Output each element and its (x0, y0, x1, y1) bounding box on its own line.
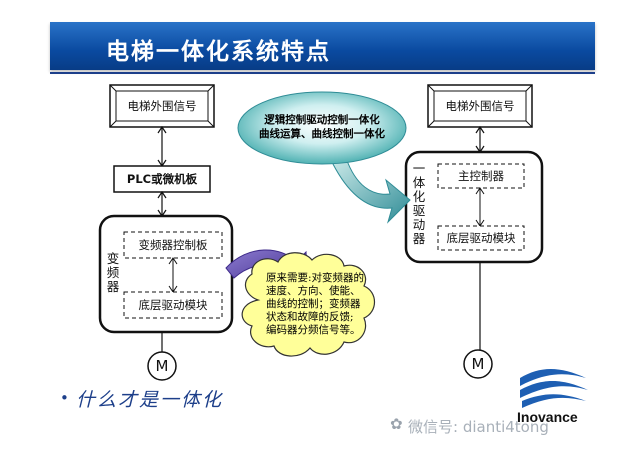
cloud-line-1: 原来需要:对变频器的 (266, 272, 365, 284)
inverter-controller-box (123, 231, 223, 259)
title-underline (50, 72, 595, 74)
inovance-logo-icon (520, 369, 588, 408)
right-motor-circle (463, 349, 493, 379)
plc-label: PLC或微机板 (126, 172, 198, 186)
left-motor-circle (147, 351, 177, 381)
left-outer-signal-label: 电梯外围信号 (127, 99, 197, 113)
bubble-line-2: 曲线运算、曲线控制一体化 (259, 128, 385, 140)
left-arrow-up-head-2 (157, 190, 167, 199)
bubble-line-1: 逻辑控制驱动控制一体化 (264, 114, 380, 126)
right-motor-label: M (471, 355, 485, 373)
cloud-line-4: 状态和故障的反馈; (266, 311, 354, 323)
integrated-drive-vertical-label: 一体化驱动器 (412, 161, 426, 246)
wechat-icon: ✿ (390, 415, 403, 433)
left-bottom-drive-label: 底层驱动模块 (138, 298, 208, 312)
brand-name: Inovance (517, 409, 578, 425)
right-inner-arrow-up (475, 187, 485, 195)
right-bottom-drive-label: 底层驱动模块 (446, 231, 516, 245)
left-arrow-up-head-1 (157, 125, 167, 134)
page-title: 电梯一体化系统特点 (106, 38, 331, 65)
watermark-text: 微信号: dianti4tong (408, 418, 549, 436)
inverter-controller-label: 变频器控制板 (138, 238, 208, 252)
cloud-line-5: 编码器分频信号等。 (266, 324, 361, 336)
right-bottom-drive-box (437, 225, 525, 251)
explanation-cloud (241, 252, 376, 357)
left-outer-signal-box (109, 84, 215, 128)
title-bar: 电梯一体化系统特点 (50, 22, 595, 70)
cloud-line-2: 速度、方向、使能、 (266, 285, 361, 297)
bullet-dot-icon: • (60, 389, 69, 407)
left-motor-label: M (155, 357, 169, 375)
main-controller-box (437, 163, 525, 189)
bullet-text: 什么才是一体化 (76, 389, 224, 411)
right-arrow-up-head (475, 125, 485, 134)
cloud-line-3: 曲线的控制；变频器 (266, 298, 361, 310)
inverter-vertical-label: 变频器 (106, 251, 120, 294)
left-inner-arrow-up (168, 257, 178, 265)
integration-bubble (237, 91, 407, 165)
left-bottom-drive-box (123, 291, 223, 319)
teal-curved-arrow (329, 157, 411, 224)
right-outer-signal-box (427, 84, 533, 128)
main-controller-label: 主控制器 (458, 169, 504, 183)
right-outer-signal-label: 电梯外围信号 (445, 99, 515, 113)
